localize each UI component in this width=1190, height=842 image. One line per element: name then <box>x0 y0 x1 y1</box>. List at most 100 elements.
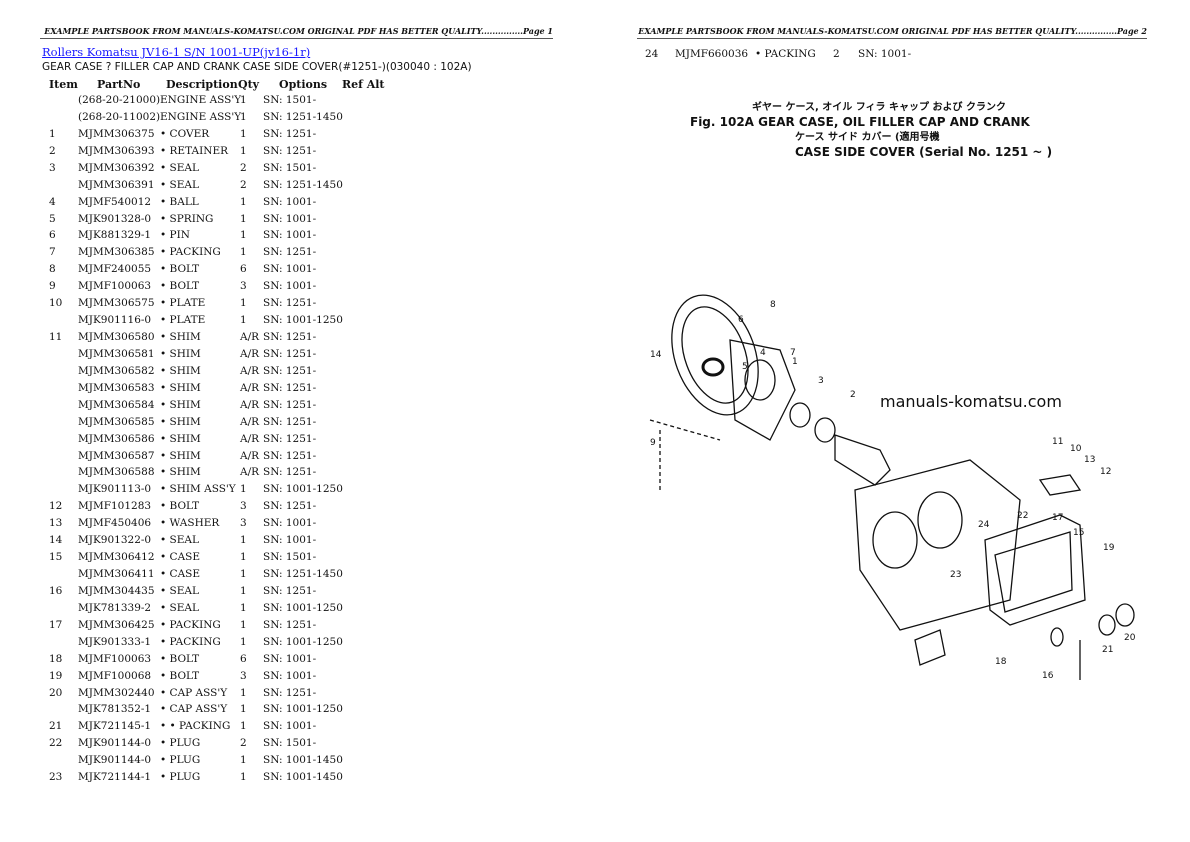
qty: A/R <box>240 415 260 428</box>
item: 19 <box>49 669 63 682</box>
partno: MJK901333-1 <box>78 635 152 648</box>
description: • SHIM <box>160 415 201 428</box>
description: • PLUG <box>160 754 201 767</box>
qty: 1 <box>240 144 247 157</box>
description: • SEAL <box>160 178 199 191</box>
options: SN: 1251- <box>263 144 317 157</box>
partno: MJMM302440 <box>78 686 155 699</box>
description: • PIN <box>160 229 190 242</box>
description: • SHIM ASS'Y <box>160 483 236 496</box>
item: 18 <box>49 652 63 665</box>
description: • PLUG <box>160 737 201 750</box>
options: SN: 1251- <box>263 127 317 140</box>
description: • SHIM <box>160 449 201 462</box>
options: SN: 1001- <box>263 720 317 733</box>
options: SN: 1001- <box>263 195 317 208</box>
description: • • PACKING <box>160 720 231 733</box>
watermark: manuals-komatsu.com <box>880 392 1062 411</box>
description: • PACKING <box>160 635 221 648</box>
item: 10 <box>49 297 63 310</box>
options: SN: 1001- <box>858 48 912 60</box>
item: 16 <box>49 584 63 597</box>
header-text: EXAMPLE PARTSBOOK FROM MANUALS-KOMATSU.C… <box>638 26 1117 36</box>
options: SN: 1001-1250 <box>263 483 343 496</box>
description: • CAP ASS'Y <box>160 703 228 716</box>
partno: MJMF660036 <box>675 48 749 60</box>
item: 17 <box>49 618 63 631</box>
description: • SHIM <box>160 466 201 479</box>
partno: MJK901328-0 <box>78 212 152 225</box>
description: • BOLT <box>160 280 200 293</box>
qty: 1 <box>240 314 247 327</box>
description: • SPRING <box>160 212 214 225</box>
callout-number: 16 <box>1042 671 1054 681</box>
options: SN: 1001- <box>263 280 317 293</box>
qty: 1 <box>240 195 247 208</box>
options: SN: 1251- <box>263 364 317 377</box>
item: 1 <box>49 127 56 140</box>
options: SN: 1001- <box>263 652 317 665</box>
qty: 2 <box>240 178 247 191</box>
qty: A/R <box>240 398 260 411</box>
partno: MJMM306582 <box>78 364 155 377</box>
callout-number: 22 <box>1017 511 1029 521</box>
partno: MJK721145-1 <box>78 720 152 733</box>
partno: MJMM306412 <box>78 551 155 564</box>
breadcrumb-link[interactable]: Rollers Komatsu JV16-1 S/N 1001-UP(jv16-… <box>42 45 311 59</box>
partno: MJMM306588 <box>78 466 155 479</box>
callout-number: 5 <box>742 362 748 372</box>
partno: MJK901144-0 <box>78 737 152 750</box>
jp-title-1: ギヤー ケース, オイル フィラ キャップ および クランク <box>752 102 1006 113</box>
callout-number: 21 <box>1102 645 1114 655</box>
qty: 1 <box>240 212 247 225</box>
qty: 1 <box>240 110 247 123</box>
options: SN: 1251- <box>263 500 317 513</box>
options: SN: 1251-1450 <box>263 110 343 123</box>
options: SN: 1001-1250 <box>263 703 343 716</box>
callout-number: 10 <box>1070 444 1082 454</box>
qty: A/R <box>240 364 260 377</box>
col-qty: Qty <box>238 78 260 91</box>
callout-number: 11 <box>1052 437 1064 447</box>
description: • BALL <box>160 195 199 208</box>
description: • PLUG <box>160 771 201 784</box>
qty: 1 <box>240 771 247 784</box>
options: SN: 1251- <box>263 466 317 479</box>
qty: 1 <box>240 720 247 733</box>
section-title: GEAR CASE ? FILLER CAP AND CRANK CASE SI… <box>42 61 472 73</box>
options: SN: 1251-1450 <box>263 178 343 191</box>
options: SN: 1251- <box>263 297 317 310</box>
col-description: Description <box>166 78 238 91</box>
description: • SHIM <box>160 398 201 411</box>
callout-number: 4 <box>760 348 766 358</box>
options: SN: 1251-1450 <box>263 568 343 581</box>
description: • PACKING <box>160 618 221 631</box>
partno: MJMM306575 <box>78 297 155 310</box>
qty: A/R <box>240 347 260 360</box>
qty: 1 <box>240 584 247 597</box>
partno: MJMF101283 <box>78 500 152 513</box>
options: SN: 1251- <box>263 618 317 631</box>
partno: MJMM306393 <box>78 144 155 157</box>
partno: MJMM306375 <box>78 127 155 140</box>
item: 24 <box>645 48 659 60</box>
partno: MJMF100068 <box>78 669 152 682</box>
description: • PLATE <box>160 297 206 310</box>
